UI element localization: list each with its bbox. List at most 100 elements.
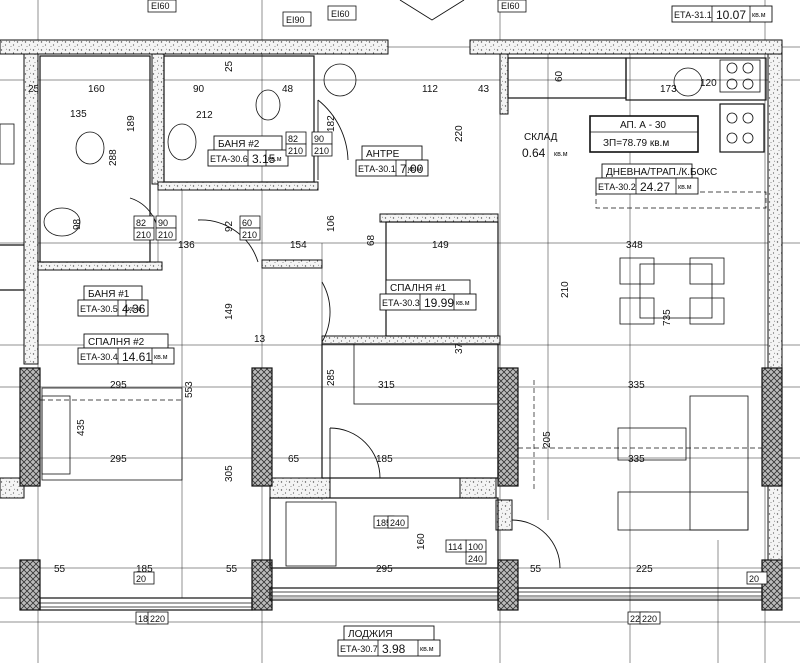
dimension-label: 295 [110,380,127,391]
apartment-title: АП. А - 30 [620,120,666,131]
dimension-label: 90 [193,84,205,95]
opening-tag: 114 [445,539,467,553]
door-tag: EI60 [501,1,520,11]
room-name: СПАЛНЯ #1 [390,283,447,294]
dimension-label: 25 [224,60,235,72]
room-code: ЕТА-30.5 [80,304,118,314]
opening-tag-value: 20 [749,574,759,584]
dimension-label: 295 [376,564,393,575]
dimension-label: 335 [628,454,645,465]
room-code: ЕТА-30.6 [210,154,248,164]
room-area-unit: кв.м [678,184,692,191]
room-area-unit: кв.м [456,300,470,307]
opening-tag: 210 [285,143,307,157]
dimension-label: 98 [72,218,83,230]
dimension-label: 305 [224,465,235,482]
dimension-label: 189 [126,115,137,132]
opening-tag-value: 82 [288,134,298,144]
room-area: 10.07 [716,8,746,22]
apartment-total-area: ЗП=78.79 кв.м [603,138,669,149]
opening-tag: 210 [133,227,155,241]
room-area: 4.36 [122,302,146,316]
room-code: ЕТА-30.3 [382,298,420,308]
dimension-labels: 25 160 135 189 288 98 90 48 212 25 182 1… [28,60,717,575]
opening-tag: 220 [639,611,661,625]
room-area: 24.27 [640,180,670,194]
opening-tag-value: 225 [630,614,645,624]
door-tag: EI90 [286,15,305,25]
room-area: 19.99 [424,296,454,310]
room-name: БАНЯ #1 [88,289,130,300]
opening-tag: 220 [147,611,169,625]
opening-tags: 8221090210822109021060210185240100240185… [133,131,768,625]
opening-tag-value: 210 [314,146,329,156]
opening-tag-value: 82 [136,218,146,228]
room-area: 3.15 [252,152,276,166]
dimension-label: 285 [326,369,337,386]
partitions [0,55,767,611]
dimension-label: 136 [178,240,195,251]
dimension-label: 315 [378,380,395,391]
dimension-label: 160 [416,533,427,550]
dimension-label: 55 [530,564,542,575]
room-area: 14.61 [122,350,152,364]
dimension-label: 182 [326,115,337,132]
opening-tag-value: 210 [242,230,257,240]
room-area-unit: кв.м [268,156,282,163]
dimension-label: 37 [454,342,465,354]
dimension-label: 13 [254,334,266,345]
opening-tag-value: 240 [468,554,483,564]
opening-tag: 82 [285,131,307,145]
room-code: ЕТА-30.1 [358,164,396,174]
dimension-label: 149 [432,240,449,251]
dimension-label: 68 [366,234,377,246]
dimension-label: 173 [660,84,677,95]
opening-tag: 20 [746,571,768,585]
dimension-label: 135 [70,109,87,120]
opening-tag-value: 210 [158,230,173,240]
dimension-label: 295 [110,454,127,465]
opening-tag: 82 [133,215,155,229]
windows [40,591,762,608]
dimension-label: 435 [76,419,87,436]
room-name: ДНЕВНА/ТРАП./К.БОКС [606,167,717,178]
dimension-label: 210 [560,281,571,298]
dimension-label: 48 [282,84,294,95]
opening-tag: 20 [133,571,155,585]
opening-tag: 240 [465,551,487,565]
opening-tag: 240 [387,515,409,529]
dimension-label: 185 [136,564,153,575]
opening-tag-value: 185 [376,518,391,528]
dimension-label: 205 [542,431,553,448]
dimension-label: 65 [288,454,300,465]
dimension-label: 60 [554,70,565,82]
opening-tag-value: 114 [448,542,462,552]
room-area: 3.98 [382,642,406,656]
opening-tag-value: 220 [150,614,165,624]
room-code: ЕТА-30.7 [340,644,378,654]
room-area-unit: кв.м [408,166,422,173]
door-tag: EI60 [331,9,350,19]
opening-tag: 210 [155,227,177,241]
room-area-unit: кв.м [128,306,142,313]
opening-tag-value: 220 [642,614,657,624]
opening-tag-value: 100 [468,542,483,552]
room-area: 0.64 [522,146,546,160]
room-area-unit: кв.м [554,151,568,158]
opening-tag: 210 [311,143,333,157]
dimension-label: 288 [108,149,119,166]
dimension-label: 43 [478,84,490,95]
dimension-label: 154 [290,240,307,251]
dimension-label: 149 [224,303,235,320]
columns [19,367,783,611]
room-area-unit: кв.м [154,354,168,361]
dimension-label: 112 [422,84,438,95]
opening-tag: 90 [311,131,333,145]
opening-tag: 60 [239,215,261,229]
